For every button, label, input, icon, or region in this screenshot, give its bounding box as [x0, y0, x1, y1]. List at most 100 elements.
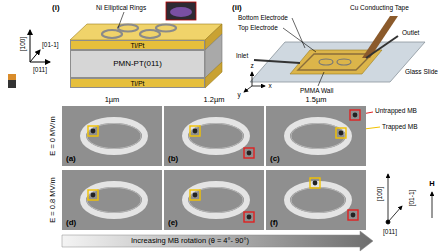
- panel-letter: (e): [168, 219, 178, 227]
- figure-label: Glass Slide: [405, 69, 438, 76]
- micrograph-ground: [62, 170, 162, 230]
- layer-label: Ti/Pt: [130, 80, 144, 87]
- illustration-part: [250, 42, 425, 82]
- micro-bead: [247, 151, 252, 156]
- rotation-arrow: [62, 231, 373, 251]
- panel-letter: (d): [66, 219, 76, 227]
- illustration-part: [388, 206, 402, 222]
- illustration-part: [388, 174, 389, 222]
- micrograph-panel: (d): [62, 170, 162, 230]
- micro-bead: [313, 181, 318, 186]
- illustration-part: [318, 72, 324, 86]
- figure-label: [100]: [20, 37, 27, 51]
- illustration-part: [298, 54, 372, 70]
- illustration-part: [30, 50, 40, 62]
- figure-label: (i): [52, 4, 60, 12]
- panel-letter: (f): [270, 219, 278, 227]
- figure-label: [01-1]: [409, 190, 416, 207]
- illustration-part: [118, 25, 138, 32]
- figure-label: Inlet: [236, 53, 248, 60]
- ring-edge: [189, 124, 243, 149]
- bead-marker: [190, 190, 200, 200]
- layer-band: Ti/Pt: [70, 78, 205, 88]
- layer-band: Ti/Pt: [70, 40, 205, 50]
- bead-marker: [244, 148, 254, 158]
- illustration-part: [102, 25, 176, 39]
- illustration-part: [70, 24, 222, 40]
- micro-bead: [193, 193, 198, 198]
- micrograph-ground: [164, 106, 264, 166]
- micrograph: [266, 106, 366, 166]
- figure-label: Cu Conducting Tape: [350, 5, 409, 12]
- figure-label: x: [268, 83, 271, 90]
- figure-label: [01-1]: [42, 42, 59, 49]
- illustration-part: [366, 36, 398, 58]
- panel-letter: (b): [168, 155, 178, 163]
- ni-ring: [185, 120, 247, 152]
- figure-label: E = 0.8 MV/m: [49, 177, 57, 223]
- illustration-part: [244, 86, 252, 92]
- illustration-part: [386, 220, 390, 224]
- ni-ring: [83, 120, 145, 152]
- illustration-part: [170, 7, 192, 17]
- figure-label: z: [250, 63, 253, 70]
- bead-marker: [244, 212, 254, 222]
- illustration-part: [102, 30, 122, 38]
- ring-edge: [189, 188, 243, 213]
- figure-label: 1.5µm: [306, 96, 327, 104]
- figure-label: [011]: [383, 229, 397, 236]
- ring-edge: [87, 124, 141, 149]
- ring-edge: [291, 188, 345, 213]
- micrograph-panel: (e): [164, 170, 264, 230]
- micrograph-panel: (c): [266, 106, 366, 166]
- micro-bead: [193, 129, 198, 134]
- micrograph-ground: [266, 170, 366, 230]
- illustration-part: [205, 62, 222, 88]
- micrograph-panel: (b): [164, 106, 264, 166]
- illustration-part: [337, 59, 351, 65]
- illustration-part: [8, 80, 16, 88]
- panel-letter: (c): [270, 155, 280, 163]
- illustration-part: [254, 60, 300, 63]
- figure-label: [100]: [377, 187, 384, 201]
- illustration-part: [140, 30, 160, 38]
- ni-ring: [287, 120, 349, 152]
- illustration-part: [362, 16, 398, 58]
- figure-label: H: [429, 180, 434, 188]
- illustration-part: [283, 28, 316, 52]
- micrograph: [62, 106, 162, 166]
- ni-ring: [83, 184, 145, 216]
- bead-marker: [88, 190, 98, 200]
- micrograph-ground: [266, 106, 366, 166]
- field-axes: [386, 174, 432, 224]
- micro-bead: [353, 113, 358, 118]
- micro-bead: [91, 129, 96, 134]
- micrograph: [164, 170, 264, 230]
- bead-marker: [190, 126, 200, 136]
- illustration-part: [292, 18, 305, 48]
- micro-bead: [339, 131, 344, 136]
- ring-edge: [87, 188, 141, 213]
- layer-label: PMN-PT(011): [113, 60, 162, 68]
- figure-label: Increasing MB rotation (θ = 4°- 90°): [131, 237, 249, 245]
- micrograph-panel: (f): [266, 170, 366, 230]
- illustration-part: [8, 74, 16, 80]
- illustration-part: [252, 72, 253, 86]
- micrograph: [266, 170, 366, 230]
- figure-label: y: [237, 92, 240, 99]
- figure-label: Outlet: [402, 30, 419, 37]
- figure-label: 1µm: [105, 96, 120, 104]
- figure-label: Ni Elliptical Rings: [96, 5, 146, 12]
- figure-label: 1.2µm: [204, 96, 225, 104]
- panel-letter: (a): [66, 155, 76, 163]
- micro-bead: [91, 193, 96, 198]
- bead-marker: [88, 126, 98, 136]
- figure-label: Untrapped MB: [375, 108, 417, 115]
- device-photo: [166, 2, 196, 20]
- layer-band: PMN-PT(011): [70, 50, 205, 78]
- figure-label: PMMA Wall: [300, 88, 333, 95]
- layer-label: Ti/Pt: [130, 42, 144, 49]
- bead-marker: [350, 110, 360, 120]
- figure-label: Top Electrode: [238, 25, 278, 32]
- figure-label: [011]: [33, 67, 47, 74]
